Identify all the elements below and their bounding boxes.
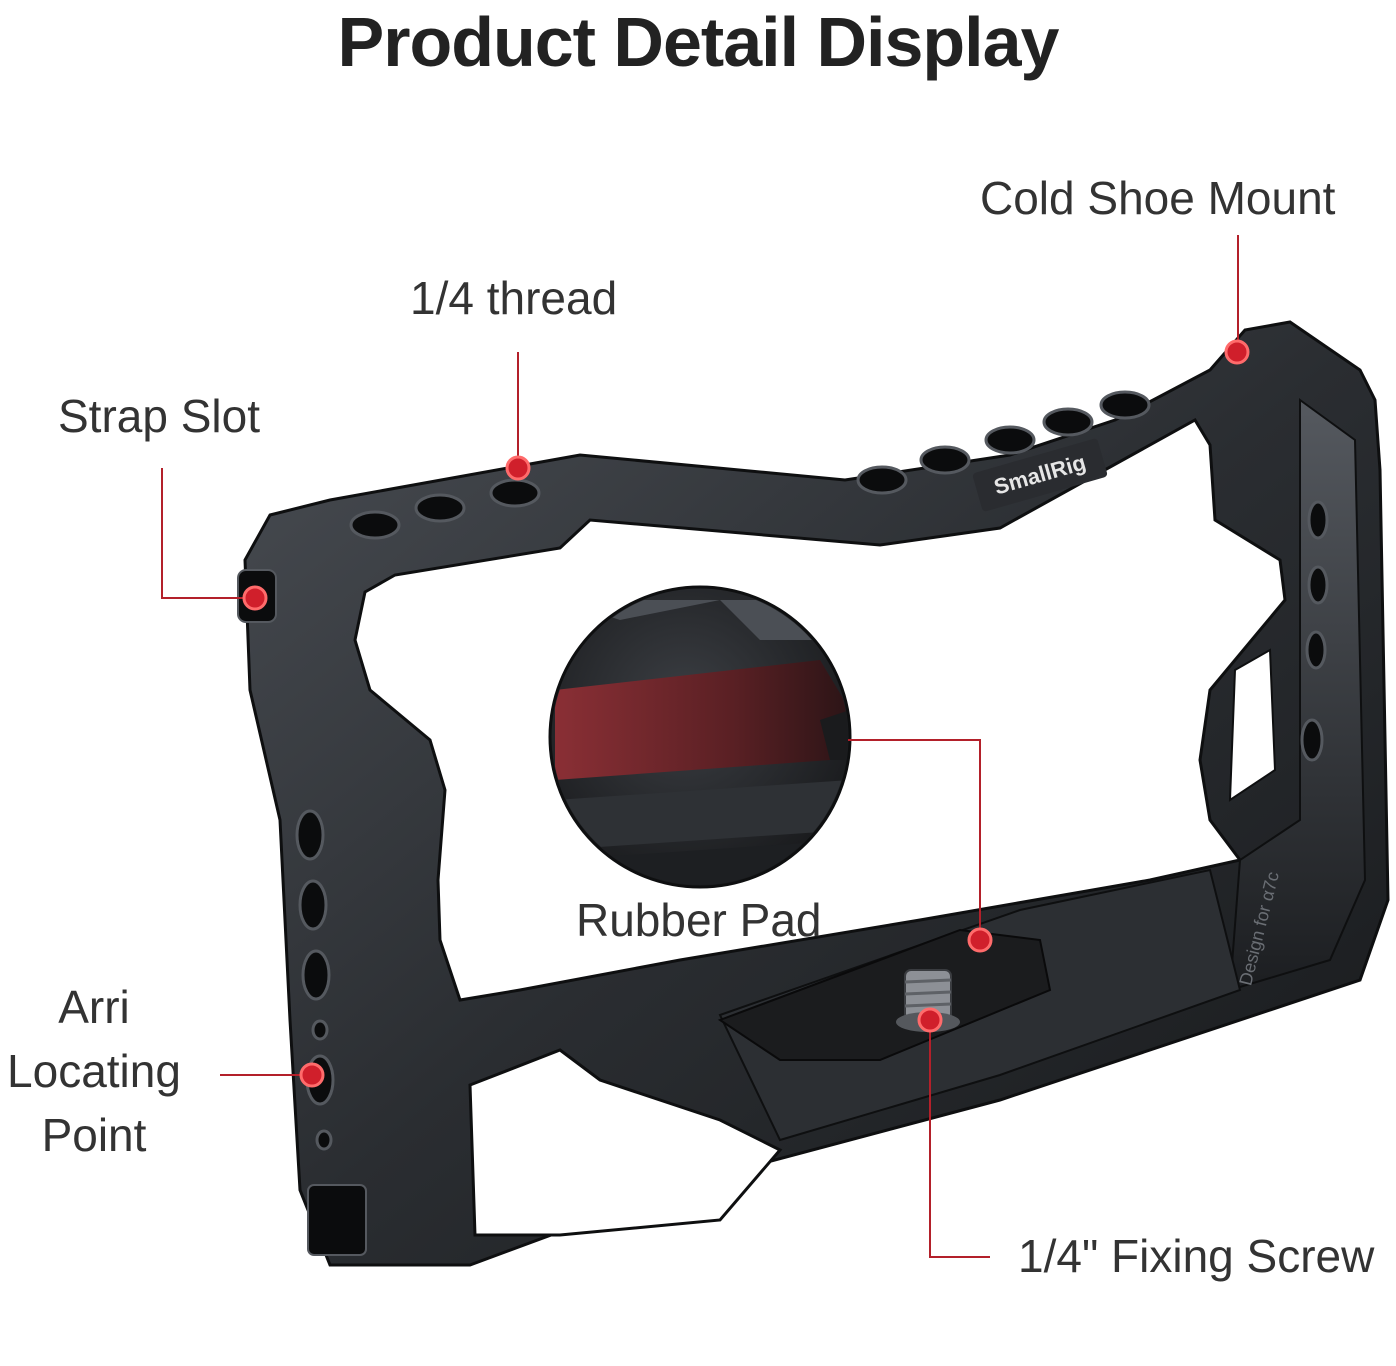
fixing-screw-graphic	[896, 969, 960, 1032]
callout-line-strap-slot	[161, 468, 253, 599]
cage-right-cutout	[1228, 648, 1277, 802]
bottom-slot-graphic	[307, 1184, 367, 1256]
cage-bottom-opening	[468, 1048, 783, 1237]
callout-lines	[161, 235, 1239, 1258]
dot-thread	[505, 455, 531, 481]
dot-cold-shoe	[1224, 339, 1250, 365]
page-title: Product Detail Display	[337, 3, 1060, 81]
label-thread: 1/4 thread	[410, 272, 618, 324]
bottom-rubber-pad	[717, 928, 1052, 1061]
callout-dots	[242, 339, 1250, 1088]
thread-holes-top-right	[856, 390, 1151, 495]
label-strap-slot: Strap Slot	[58, 390, 260, 442]
label-fixing-screw: 1/4" Fixing Screw	[1018, 1230, 1375, 1282]
label-cold-shoe-mount: Cold Shoe Mount	[980, 172, 1336, 224]
cage-right-rail	[1228, 398, 1367, 992]
label-rubber-pad: Rubber Pad	[576, 894, 822, 946]
thread-holes-right-side	[1300, 500, 1329, 762]
dot-fixing-screw	[917, 1007, 943, 1033]
label-arri-locating-point: Arri Locating Point	[0, 975, 188, 1167]
label-arri-line-1: Arri	[58, 981, 130, 1033]
callout-line-fixing-screw	[929, 1020, 990, 1258]
dot-arri	[299, 1062, 325, 1088]
brand-logo-plate	[972, 438, 1108, 512]
callout-line-rubber-pad	[848, 739, 981, 940]
thread-holes-top-left	[349, 478, 541, 540]
dot-rubber-pad	[967, 927, 993, 953]
rubber-pad-zoom-inset	[548, 585, 852, 889]
label-arri-line-3: Point	[41, 1109, 147, 1161]
dot-strap-slot	[242, 585, 268, 611]
label-arri-line-2: Locating	[7, 1045, 181, 1097]
